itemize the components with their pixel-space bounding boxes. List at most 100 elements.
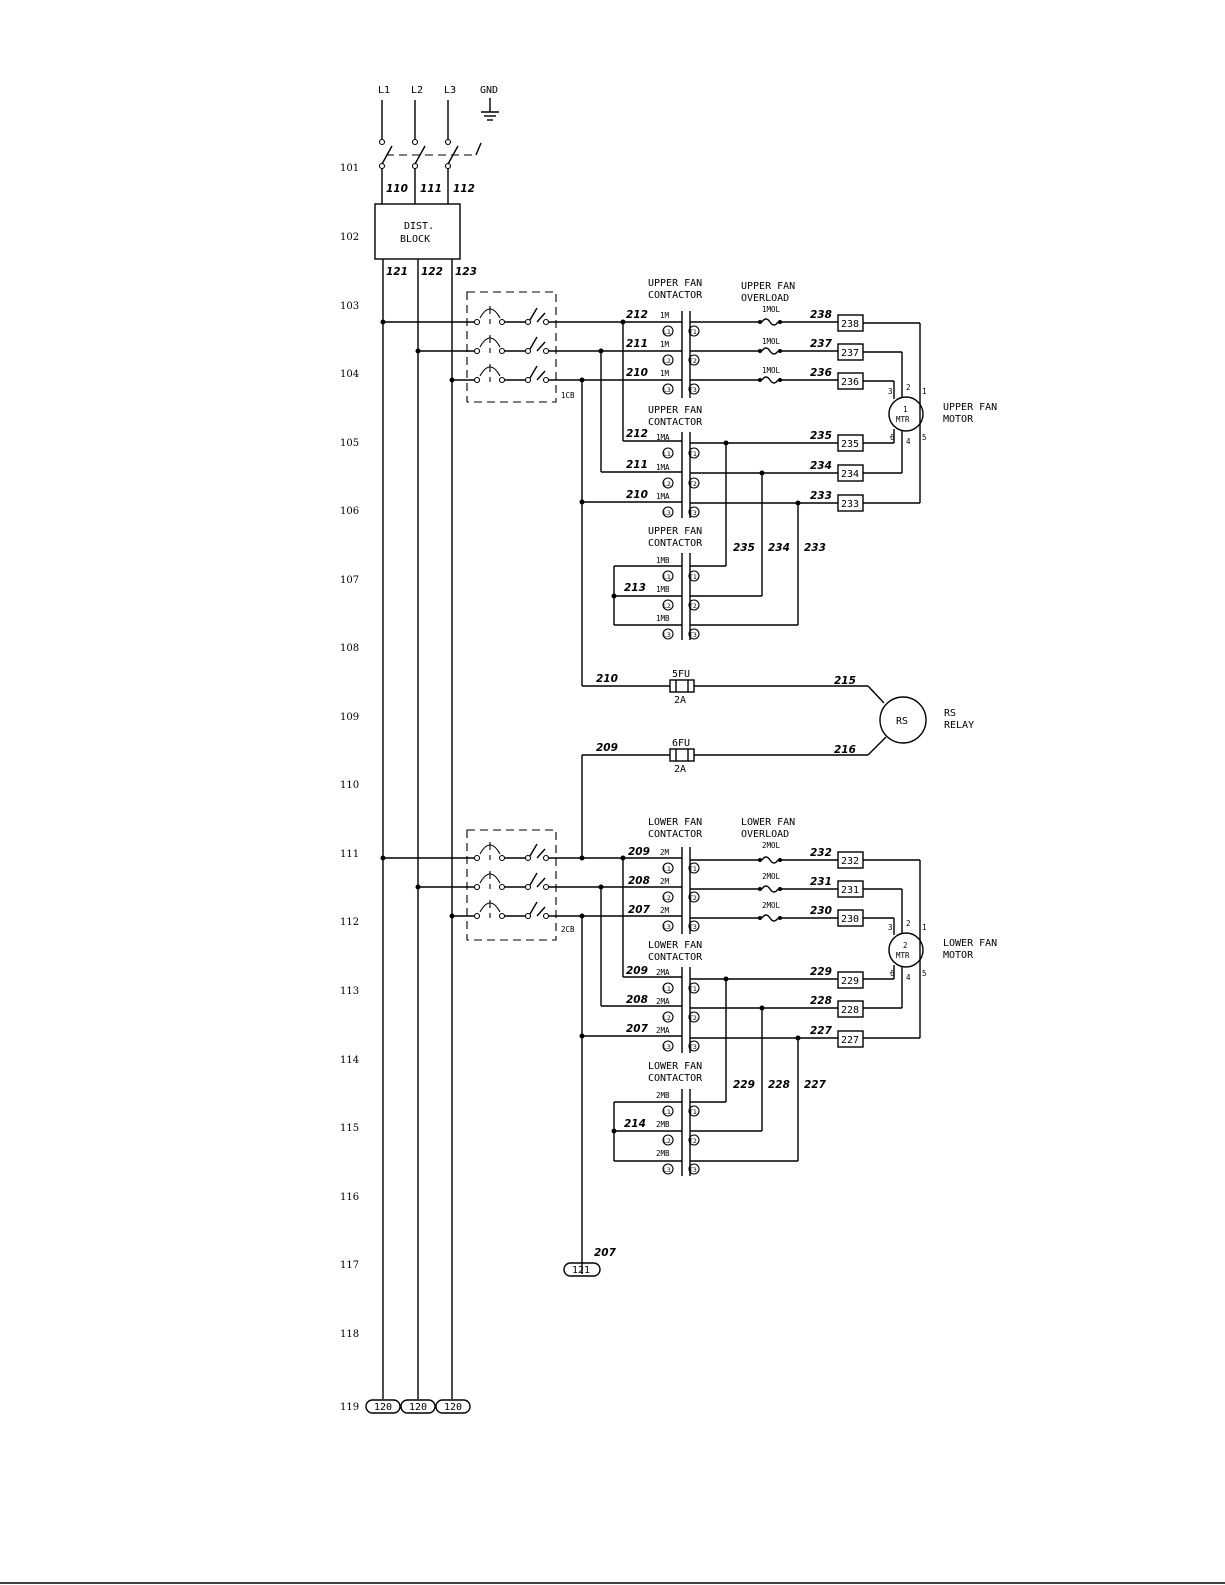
breaker-2cb-label: 2CB xyxy=(561,925,575,934)
label-l2: L2 xyxy=(411,85,423,96)
svg-text:CONTACTOR: CONTACTOR xyxy=(648,538,703,549)
svg-text:1: 1 xyxy=(922,923,927,932)
svg-text:CONTACTOR: CONTACTOR xyxy=(648,417,703,428)
svg-text:238: 238 xyxy=(841,319,859,330)
svg-text:1MB: 1MB xyxy=(656,556,670,565)
svg-text:3: 3 xyxy=(888,923,893,932)
svg-text:L3: L3 xyxy=(663,509,671,517)
svg-text:1MOL: 1MOL xyxy=(762,337,781,346)
overload-2mol: LOWER FAN OVERLOAD 2MOL 2MOL 2MOL xyxy=(690,817,838,922)
upper-fan-motor-icon: 1 MTR 1 2 3 4 5 6 xyxy=(863,322,927,504)
upper-overload-line1: UPPER FAN xyxy=(741,281,795,292)
svg-text:1MOL: 1MOL xyxy=(762,366,781,375)
svg-text:T2: T2 xyxy=(689,480,697,488)
svg-text:L1: L1 xyxy=(663,985,671,993)
svg-text:4: 4 xyxy=(906,437,911,446)
wire-123: 123 xyxy=(455,266,477,278)
upper-motor-line2: MOTOR xyxy=(943,414,974,425)
lower-terminal-boxes: 232 231 230 229 228 227 xyxy=(837,851,864,1048)
svg-text:MTR: MTR xyxy=(896,951,910,960)
svg-text:T1: T1 xyxy=(689,1108,697,1116)
upper-contactor-line1: UPPER FAN xyxy=(648,278,702,289)
svg-text:RS: RS xyxy=(896,716,908,727)
svg-text:T2: T2 xyxy=(689,894,697,902)
svg-text:235: 235 xyxy=(733,542,755,554)
rung-107: 107 xyxy=(340,575,359,586)
ref-120-l1: 120 xyxy=(374,1402,392,1413)
wire-122: 122 xyxy=(421,266,443,278)
rung-numbers: 101 102 103 104 105 106 107 108 109 110 … xyxy=(340,163,359,1413)
svg-text:UPPER FAN: UPPER FAN xyxy=(648,405,702,416)
label-gnd: GND xyxy=(480,85,498,96)
upper-contactor-line2: CONTACTOR xyxy=(648,290,703,301)
rung-110: 110 xyxy=(340,780,359,791)
svg-text:L2: L2 xyxy=(663,480,671,488)
svg-text:T1: T1 xyxy=(689,865,697,873)
wire-212: 212 xyxy=(626,309,648,321)
svg-text:T3: T3 xyxy=(689,509,697,517)
svg-text:T1: T1 xyxy=(689,985,697,993)
svg-text:207: 207 xyxy=(594,1247,617,1259)
svg-text:5: 5 xyxy=(922,433,927,442)
lower-contactor-line1: LOWER FAN xyxy=(648,817,702,828)
svg-text:228: 228 xyxy=(810,995,832,1007)
svg-text:2M: 2M xyxy=(660,877,670,886)
rung-117: 117 xyxy=(340,1260,359,1271)
svg-text:LOWER FAN: LOWER FAN xyxy=(648,940,702,951)
lower-motor-line2: MOTOR xyxy=(943,950,974,961)
svg-text:233: 233 xyxy=(841,499,859,510)
rung-112: 112 xyxy=(340,917,359,928)
contactor-1m: UPPER FAN CONTACTOR 1M 1M 1M L1 L2 L3 T1… xyxy=(648,278,703,398)
contactor-2ma: LOWER FAN CONTACTOR 2MA 2MA 2MA L1 L2 L3… xyxy=(648,940,703,1053)
upper-overload-line2: OVERLOAD xyxy=(741,293,789,304)
main-bus xyxy=(382,259,453,1399)
svg-text:230: 230 xyxy=(841,914,859,925)
svg-text:1: 1 xyxy=(922,387,927,396)
wire-207: 207 xyxy=(628,904,651,916)
svg-text:211: 211 xyxy=(626,459,648,471)
svg-text:LOWER FAN: LOWER FAN xyxy=(648,1061,702,1072)
wire-121: 121 xyxy=(386,266,408,278)
svg-text:T3: T3 xyxy=(689,923,697,931)
svg-text:2MOL: 2MOL xyxy=(762,901,781,910)
svg-text:1M: 1M xyxy=(660,311,670,320)
svg-text:L2: L2 xyxy=(663,1137,671,1145)
breaker-1cb: 1CB xyxy=(380,291,575,403)
lower-overload-line1: LOWER FAN xyxy=(741,817,795,828)
svg-text:1MA: 1MA xyxy=(656,492,670,501)
svg-text:L1: L1 xyxy=(663,450,671,458)
lower-contactor-line2: CONTACTOR xyxy=(648,829,703,840)
svg-text:2: 2 xyxy=(906,383,911,392)
contactor-1ma: UPPER FAN CONTACTOR 1MA 1MA 1MA L1 L2 L3… xyxy=(648,405,703,518)
svg-text:234: 234 xyxy=(768,542,790,554)
label-l3: L3 xyxy=(444,85,456,96)
svg-text:209: 209 xyxy=(626,965,648,977)
rung-118: 118 xyxy=(340,1329,359,1340)
rung-113: 113 xyxy=(340,986,359,997)
wire-237: 237 xyxy=(810,338,833,350)
svg-text:2MOL: 2MOL xyxy=(762,872,781,881)
overload-1mol: UPPER FAN OVERLOAD 1MOL 1MOL 1MOL xyxy=(690,281,838,384)
rung-101: 101 xyxy=(340,163,359,174)
svg-text:212: 212 xyxy=(626,428,648,440)
disconnect-switch-icon xyxy=(378,138,482,170)
wire-231: 231 xyxy=(810,876,832,888)
rs-relay-line2: RELAY xyxy=(944,720,974,731)
rung-116: 116 xyxy=(340,1192,359,1203)
svg-text:237: 237 xyxy=(841,348,859,359)
rung-103: 103 xyxy=(340,301,359,312)
svg-text:236: 236 xyxy=(841,377,859,388)
svg-text:T3: T3 xyxy=(689,1043,697,1051)
svg-text:L2: L2 xyxy=(663,357,671,365)
rung-105: 105 xyxy=(340,438,359,449)
rung-111: 111 xyxy=(340,849,359,860)
svg-text:210: 210 xyxy=(626,489,648,501)
svg-text:228: 228 xyxy=(841,1005,859,1016)
fuse-5fu-label: 5FU xyxy=(672,669,690,680)
svg-text:234: 234 xyxy=(841,469,859,480)
wire-209: 209 xyxy=(628,846,650,858)
upper-terminal-boxes: 238 237 236 235 234 233 xyxy=(837,314,864,512)
svg-text:L3: L3 xyxy=(663,1043,671,1051)
svg-text:L2: L2 xyxy=(663,1014,671,1022)
lower-fan-motor-icon: 2 MTR 1 2 3 4 5 6 xyxy=(863,859,927,1039)
